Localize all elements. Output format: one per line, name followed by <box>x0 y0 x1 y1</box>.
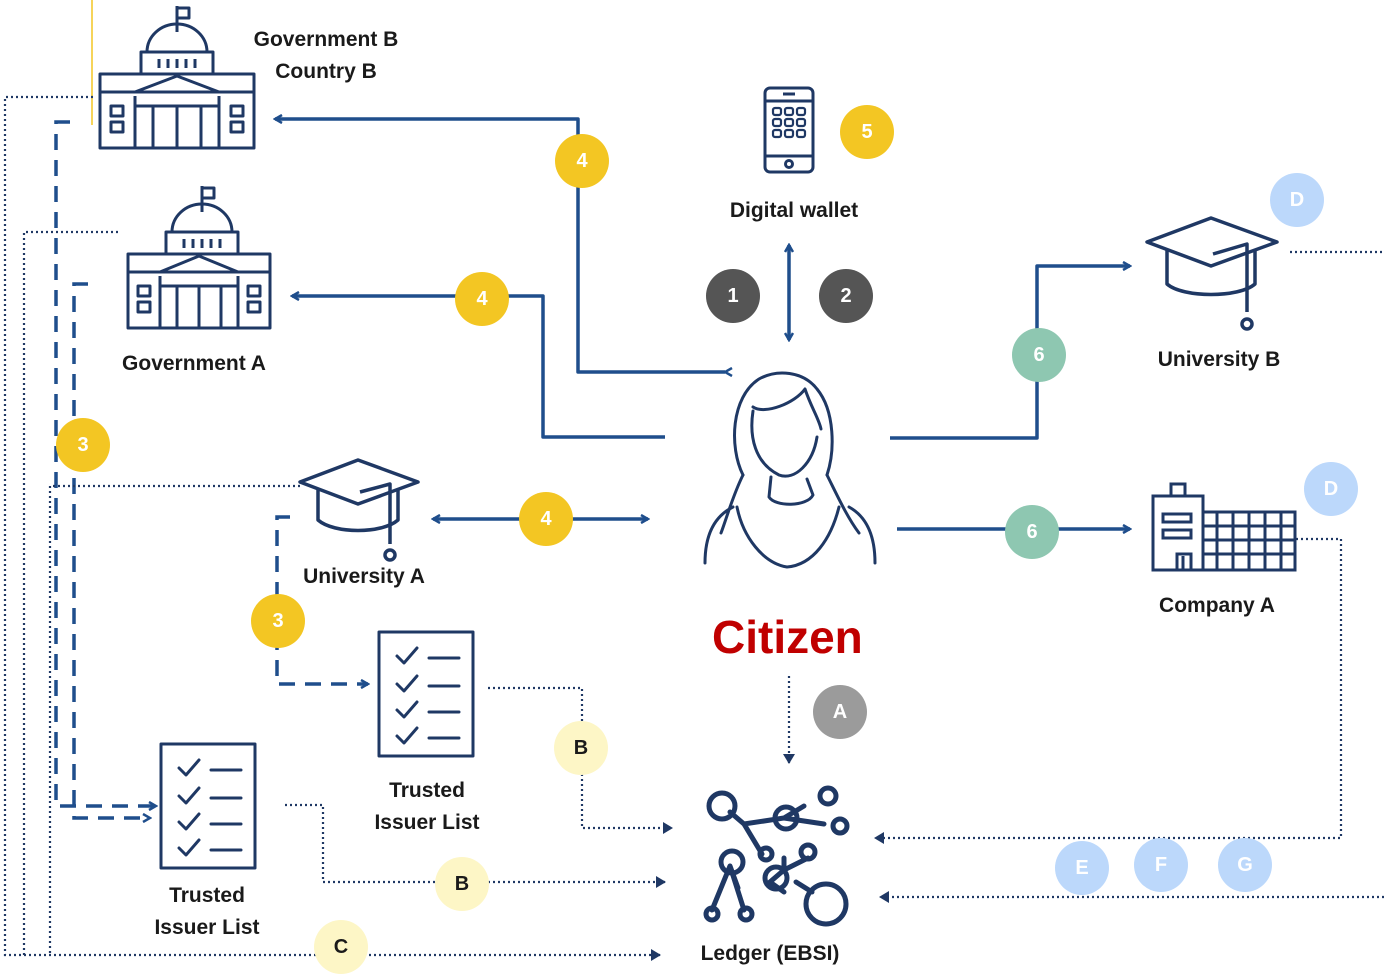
checklist-icon-2 <box>159 742 257 870</box>
trusted-issuer-list-1-label: Trusted Issuer List <box>374 779 480 834</box>
step-badge-e: E <box>1055 841 1109 895</box>
trusted-issuer-list-2-label: Trusted Issuer List <box>154 884 260 939</box>
step-badge-2: 2 <box>819 269 873 323</box>
digital-wallet-label: Digital wallet <box>729 199 859 222</box>
company-building-icon <box>1151 482 1297 572</box>
step-badge-b-1: B <box>554 721 608 775</box>
company-a-label: Company A <box>1159 594 1275 617</box>
dotted-company-ledger <box>874 537 1343 844</box>
step-badge-5: 5 <box>840 105 894 159</box>
step-badge-6-company: 6 <box>1005 505 1059 559</box>
step-badge-c: C <box>314 920 368 974</box>
step-badge-1: 1 <box>706 269 760 323</box>
smartphone-icon <box>763 86 815 174</box>
ledger-network-icon <box>703 785 850 927</box>
arrow-citizen-gova <box>292 296 665 439</box>
dotted-govb-ledger <box>3 95 661 961</box>
university-b-icon <box>1145 216 1279 331</box>
dashed-univa-til <box>275 515 368 684</box>
step-badge-d-company: D <box>1304 462 1358 516</box>
arrow-citizen-univb <box>890 266 1130 440</box>
government-a-label: Government A <box>122 352 266 375</box>
step-badge-4-univa: 4 <box>519 492 573 546</box>
dotted-gova-ledger <box>22 230 118 955</box>
dashed-gova-til <box>72 282 150 818</box>
government-b-label: Government B Country B <box>253 28 399 83</box>
dashed-govb-til <box>54 120 156 806</box>
dotted-til1-ledger <box>488 686 673 834</box>
university-a-label: University A <box>303 565 425 588</box>
step-badge-4-govb: 4 <box>555 134 609 188</box>
dotted-univa-ledger <box>48 484 300 955</box>
dotted-til2-ledger <box>285 803 666 888</box>
ledger-label: Ledger (EBSI) <box>700 942 840 965</box>
step-badge-d-univb: D <box>1270 173 1324 227</box>
step-badge-a: A <box>813 685 867 739</box>
government-b-icon <box>98 6 256 150</box>
step-badge-3-univa: 3 <box>251 594 305 648</box>
university-b-label: University B <box>1157 348 1281 371</box>
government-a-icon <box>126 186 272 330</box>
step-badge-b-2: B <box>435 857 489 911</box>
step-badge-f: F <box>1134 838 1188 892</box>
citizen-label: Citizen <box>712 611 863 663</box>
step-badge-g: G <box>1218 838 1272 892</box>
checklist-icon-1 <box>377 630 475 758</box>
university-a-icon <box>298 458 420 562</box>
citizen-person-icon <box>703 371 877 569</box>
step-badge-6-univb: 6 <box>1012 328 1066 382</box>
step-badge-3-left: 3 <box>56 418 110 472</box>
arrow-citizen-govb <box>275 119 725 372</box>
step-badge-4-gova: 4 <box>455 272 509 326</box>
